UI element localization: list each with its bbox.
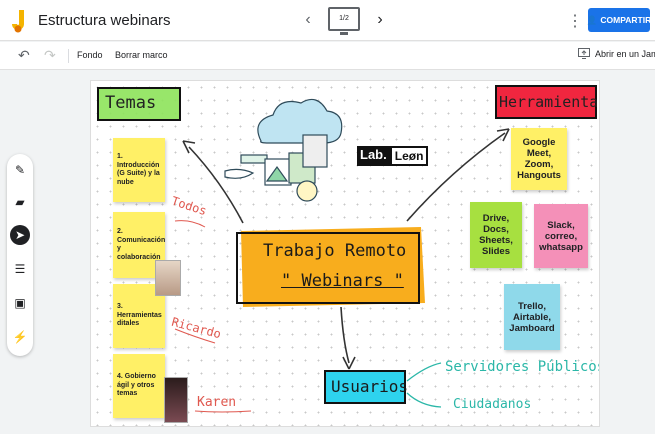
pen-icon[interactable]: ✎: [14, 163, 26, 177]
usuarios-header[interactable]: Usuarios: [331, 377, 409, 396]
previous-frame-icon[interactable]: ‹: [305, 11, 311, 28]
arrow-to-temas: [188, 146, 244, 224]
temas-box: [97, 87, 181, 121]
monitor-icon: [578, 48, 590, 59]
ricardo-photo[interactable]: [155, 260, 181, 296]
more-options-icon[interactable]: ⋮: [567, 13, 583, 30]
center-box: [236, 232, 420, 304]
arrow-to-ciudadanos: [406, 392, 442, 408]
usuarios-highlight: [325, 371, 405, 403]
redo-icon[interactable]: ↷: [44, 47, 56, 63]
jam-canvas[interactable]: Temas Herramientas Trabajo Remoto " Webi…: [91, 81, 599, 426]
frame-toolbar: ↶ ↷ Fondo Borrar marco Abrir en un Jamb: [0, 42, 655, 70]
karen-photo[interactable]: [164, 377, 188, 423]
frame-navigator: ‹ 1/2 ›: [300, 5, 390, 35]
eraser-icon[interactable]: ▰: [15, 195, 25, 209]
herramientas-highlight: [496, 86, 596, 118]
arrow-to-herramientas: [406, 132, 506, 222]
sticky-note-tema-4[interactable]: 4. Gobierno ágil y otros temas: [113, 354, 165, 418]
temas-header[interactable]: Temas: [105, 93, 157, 113]
next-frame-icon[interactable]: ›: [377, 11, 383, 28]
herramientas-header[interactable]: Herramientas: [499, 93, 599, 111]
undo-icon[interactable]: ↶: [18, 47, 30, 63]
temas-highlight: [98, 88, 180, 120]
lab-logo-part1: Lab.: [357, 146, 390, 166]
jamboard-logo-icon[interactable]: [10, 8, 30, 34]
herramientas-box: [495, 85, 597, 119]
open-in-jamboard-button[interactable]: Abrir en un Jamb: [578, 48, 655, 59]
karen-label[interactable]: Karen: [197, 395, 237, 410]
share-button[interactable]: 👤 COMPARTIR: [586, 8, 652, 32]
lab-logo-part2: Leøn: [389, 146, 429, 166]
arrow-to-servidores: [406, 362, 442, 382]
top-bar: Estructura webinars ‹ 1/2 › ⋮ 👤 COMPARTI…: [0, 0, 655, 41]
laser-icon[interactable]: ⚡: [12, 330, 28, 344]
center-title-line2[interactable]: " Webinars ": [281, 271, 404, 291]
share-label: COMPARTIR: [600, 15, 652, 25]
center-highlight: [241, 227, 425, 307]
servidores-publicos-label[interactable]: Servidores Públicos: [445, 359, 599, 375]
toolbar-divider: [68, 49, 69, 63]
frame-thumbnail[interactable]: 1/2: [328, 7, 360, 35]
open-in-jamboard-label: Abrir en un Jamb: [595, 48, 655, 59]
cloud-illustration: [224, 98, 343, 202]
background-button[interactable]: Fondo: [77, 50, 103, 60]
sticky-note-tema-1[interactable]: 1. Introducción (G Suite) y la nube: [113, 138, 165, 202]
sticky-note-project-tools[interactable]: Trello, Airtable, Jamboard: [504, 284, 560, 350]
document-title[interactable]: Estructura webinars: [38, 12, 171, 29]
canvas-drawing: [97, 85, 597, 413]
sticky-note-icon[interactable]: ☰: [14, 262, 26, 276]
image-icon[interactable]: ▣: [14, 296, 26, 310]
usuarios-box: [324, 370, 406, 404]
sticky-note-chat-tools[interactable]: Slack, correo, whatsapp: [534, 204, 588, 268]
arrow-to-usuarios: [340, 306, 350, 364]
ciudadanos-label[interactable]: Ciudadanos: [453, 397, 532, 412]
tools-panel: ✎ ▰ ➤ ☰ ▣ ⚡: [7, 154, 33, 356]
select-icon[interactable]: ➤: [10, 225, 30, 245]
lab-leon-logo[interactable]: Lab. Leøn: [357, 146, 429, 166]
center-title-line1[interactable]: Trabajo Remoto: [263, 241, 407, 261]
clear-frame-button[interactable]: Borrar marco: [115, 50, 168, 60]
sticky-note-videocall-tools[interactable]: Google Meet, Zoom, Hangouts: [511, 128, 567, 190]
person-icon: 👤: [586, 14, 598, 25]
sticky-note-drive-tools[interactable]: Drive, Docs, Sheets, Slides: [470, 202, 522, 268]
